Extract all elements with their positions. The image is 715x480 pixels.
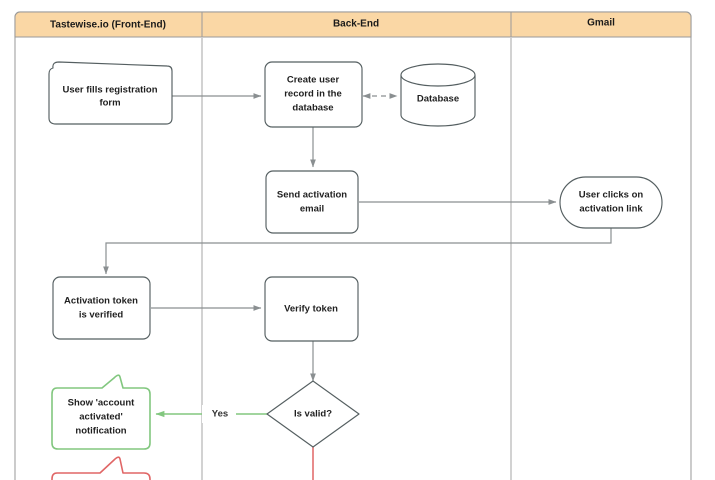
node-label-line-1: Show 'account: [68, 398, 135, 409]
edge-label-yes: Yes: [212, 409, 228, 420]
node-shape: [266, 380, 360, 448]
node-shape: [51, 374, 151, 450]
node-show-account-activated-notification[interactable]: Show 'account activated' notification: [51, 374, 151, 450]
node-show-invalid-notification[interactable]: Show 'invalid: [51, 456, 151, 480]
node-label-line-2: email: [300, 204, 324, 215]
lane-header-band: [14, 11, 692, 38]
node-label-line-2: form: [99, 98, 120, 109]
node-label-line-1: Create user: [287, 75, 340, 86]
node-label-line-2: is verified: [79, 310, 124, 321]
node-shape: [559, 176, 663, 229]
node-label-line-2: activated': [79, 412, 122, 423]
node-shape: [264, 61, 363, 128]
lane-title-backend: Back-End: [333, 19, 379, 30]
node-label-line-1: Send activation: [277, 190, 347, 201]
node-is-valid-decision[interactable]: Is valid?: [266, 380, 360, 448]
node-activation-token-verified[interactable]: Activation token is verified: [52, 276, 151, 340]
node-label-line-2: record in the: [284, 89, 342, 100]
node-shape: [48, 61, 173, 125]
node-shape: [51, 456, 151, 480]
node-label-line-1: Activation token: [64, 296, 138, 307]
node-label-line-1: User clicks on: [579, 190, 644, 201]
node-label: Is valid?: [294, 409, 332, 420]
node-shape-body: [400, 74, 476, 127]
node-create-user-record[interactable]: Create user record in the database: [264, 61, 363, 128]
node-label-line-1: User fills registration: [62, 85, 157, 96]
node-send-activation-email[interactable]: Send activation email: [265, 170, 359, 234]
edge-label-backdrop: [202, 405, 236, 423]
swimlane-pool: Tastewise.io (Front-End) Back-End Gmail: [14, 11, 692, 480]
node-label: Database: [417, 94, 459, 105]
node-user-clicks-activation-link[interactable]: User clicks on activation link: [559, 176, 663, 229]
node-database[interactable]: Database: [400, 63, 476, 127]
node-label-line-3: database: [292, 103, 333, 114]
lane-title-frontend: Tastewise.io (Front-End): [50, 20, 166, 31]
lane-title-gmail: Gmail: [587, 18, 615, 29]
node-shape-top: [400, 63, 476, 87]
node-shape: [265, 170, 359, 234]
node-shape: [264, 276, 359, 342]
node-verify-token[interactable]: Verify token: [264, 276, 359, 342]
edge-n5-n6: [103, 228, 612, 275]
node-shape: [52, 276, 151, 340]
node-label-line-3: notification: [75, 426, 126, 437]
node-label: Verify token: [284, 304, 338, 315]
node-user-fills-registration-form[interactable]: User fills registration form: [48, 61, 173, 125]
connectors: Yes: [103, 93, 612, 480]
node-label-line-2: activation link: [579, 204, 643, 215]
